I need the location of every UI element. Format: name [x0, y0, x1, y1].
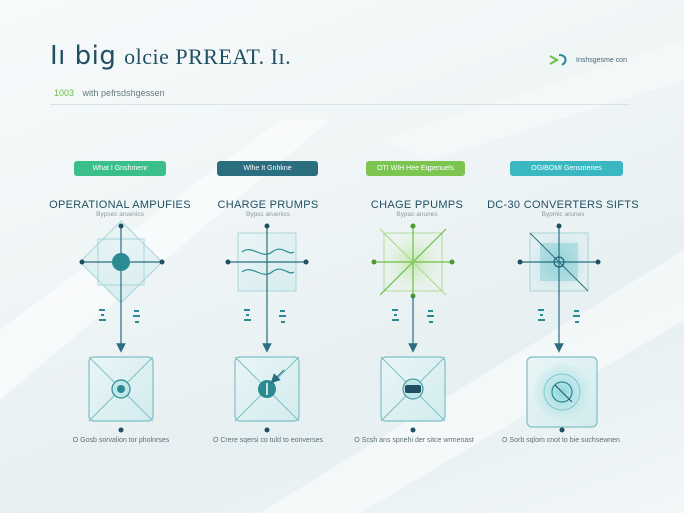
subtitle-text: with pefrsdshgessen — [82, 88, 165, 98]
page-title-rest: olcie PRREAT. Iı. — [124, 44, 292, 69]
column-title-op-amps: OPERATIONAL AMPUFIES — [49, 199, 191, 211]
page-title: Iı big olcie PRREAT. Iı. — [50, 40, 291, 71]
pin-glyph-icon — [538, 309, 580, 323]
converter-node-icon — [517, 223, 601, 296]
leaf-arrows-icon — [549, 54, 567, 66]
display-core-icon — [380, 356, 446, 433]
column-subtitle-op-amps: Bypsec aruenics — [96, 211, 144, 218]
column-caption-dc-converters: O Sorb sqlom cnot to bie suchsewnen — [502, 437, 620, 444]
converter-core-icon — [526, 356, 598, 433]
pin-glyph-icon — [392, 309, 434, 323]
page-subtitle: 1003 with pefrsdshgessen — [54, 88, 165, 98]
brand-logo: Inshsgesme con — [548, 52, 638, 68]
pump-core-icon — [234, 356, 300, 433]
column-badge-dc-converters: OGIBOMI Gensmenes — [510, 161, 623, 176]
pin-glyph-icon — [244, 309, 286, 323]
column-subtitle-dc-converters: Bypmic arunes — [541, 211, 585, 218]
column-dc-converters — [517, 223, 601, 433]
amplifier-node-icon — [79, 220, 165, 304]
column-caption-charge-pumps: O Crere sqersi co tuld to eonverses — [212, 437, 324, 444]
column-title-charge-pumps-2: CHAGE PPUMPS — [370, 199, 464, 211]
column-subtitle-charge-pumps: Bypsc aruenics — [245, 211, 291, 218]
subtitle-lead: 1003 — [54, 88, 75, 98]
wave-node-icon — [225, 223, 309, 296]
page-title-main: Iı big — [50, 41, 117, 71]
column-badge-charge-pumps-2: OTI WIH Hee Eqpenuels — [366, 161, 465, 176]
column-badge-charge-pumps: Wlhe It Gnhkne — [217, 161, 318, 176]
column-caption-op-amps: O Gosb sorvalion tor pholnrses — [72, 437, 170, 444]
brand-logo-text: Inshsgesme con — [576, 56, 627, 64]
column-op-amps — [79, 220, 165, 433]
header-divider — [50, 104, 630, 105]
column-subtitle-charge-pumps-2: Bypac anunes — [396, 211, 438, 218]
column-charge-pumps — [225, 223, 309, 433]
column-title-dc-converters: DC-30 CONVERTERS SIFTS — [487, 199, 639, 211]
column-badge-op-amps: What I Gnshmenr — [74, 161, 166, 176]
column-charge-pumps-2 — [371, 223, 455, 433]
pin-glyph-icon — [99, 309, 140, 323]
amplifier-core-icon — [88, 356, 154, 433]
column-title-charge-pumps: CHARGE PRUMPS — [217, 199, 319, 211]
column-caption-charge-pumps-2: O Scsh ans spnehi der sitce wrmenast — [354, 437, 474, 444]
diagonal-node-icon — [371, 223, 455, 299]
